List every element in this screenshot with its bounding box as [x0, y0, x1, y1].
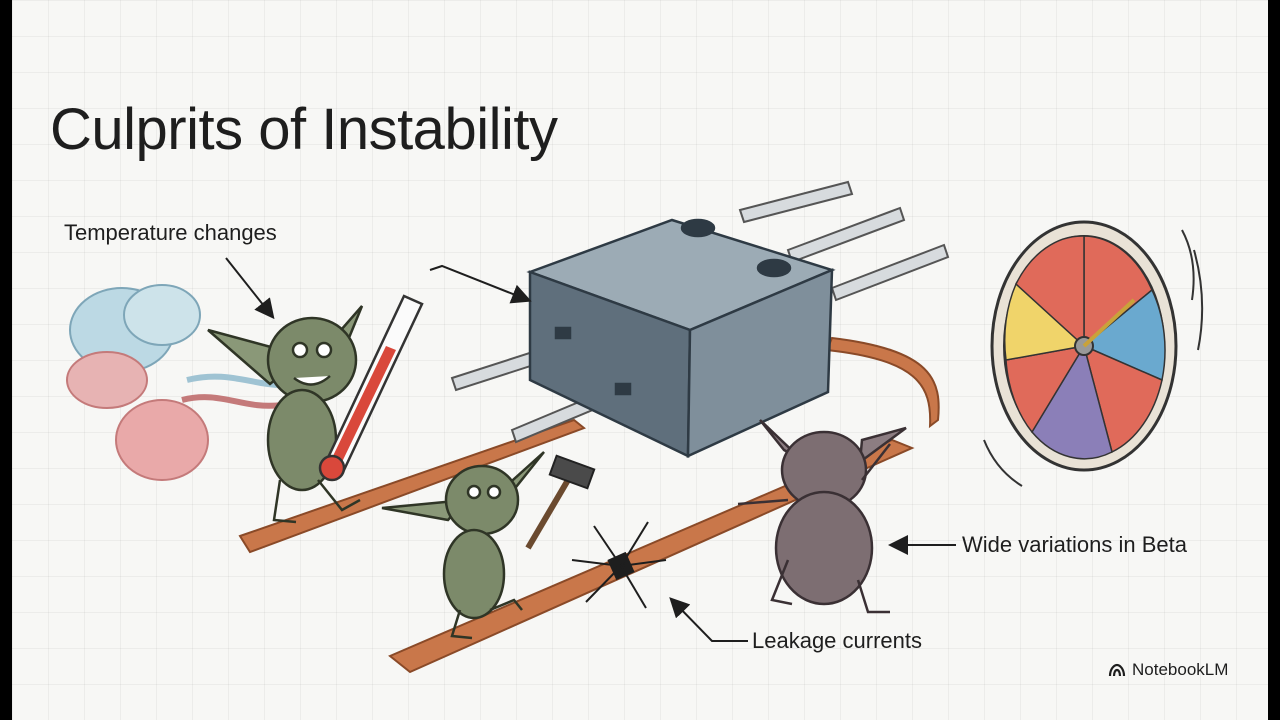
brand-label: NotebookLM [1132, 660, 1229, 679]
goblin-beta [737, 419, 907, 614]
arrow-temperature-transistor [429, 264, 532, 304]
illustration [66, 180, 1204, 674]
spinning-wheel-icon [983, 220, 1204, 487]
transistor-pins [450, 180, 950, 444]
brand: NotebookLM [1108, 660, 1228, 680]
arrow-temperature [225, 257, 275, 320]
wind-icon [66, 284, 283, 481]
notebooklm-logo-icon [1108, 663, 1126, 677]
arrow-leakage [669, 597, 748, 642]
copper-traces [238, 336, 940, 674]
goblin-temperature [207, 305, 364, 524]
slide-title: Culprits of Instability [50, 97, 558, 162]
goblin-hammer [381, 451, 545, 640]
hammer-icon [525, 454, 596, 550]
transistor [526, 218, 836, 458]
slide: Culprits of Instability [12, 0, 1268, 720]
callout-leakage: Leakage currents [752, 628, 922, 653]
spark-icon [571, 521, 667, 609]
thermometer-icon [318, 294, 424, 482]
callout-beta: Wide variations in Beta [962, 532, 1187, 557]
callout-temperature: Temperature changes [64, 220, 277, 245]
